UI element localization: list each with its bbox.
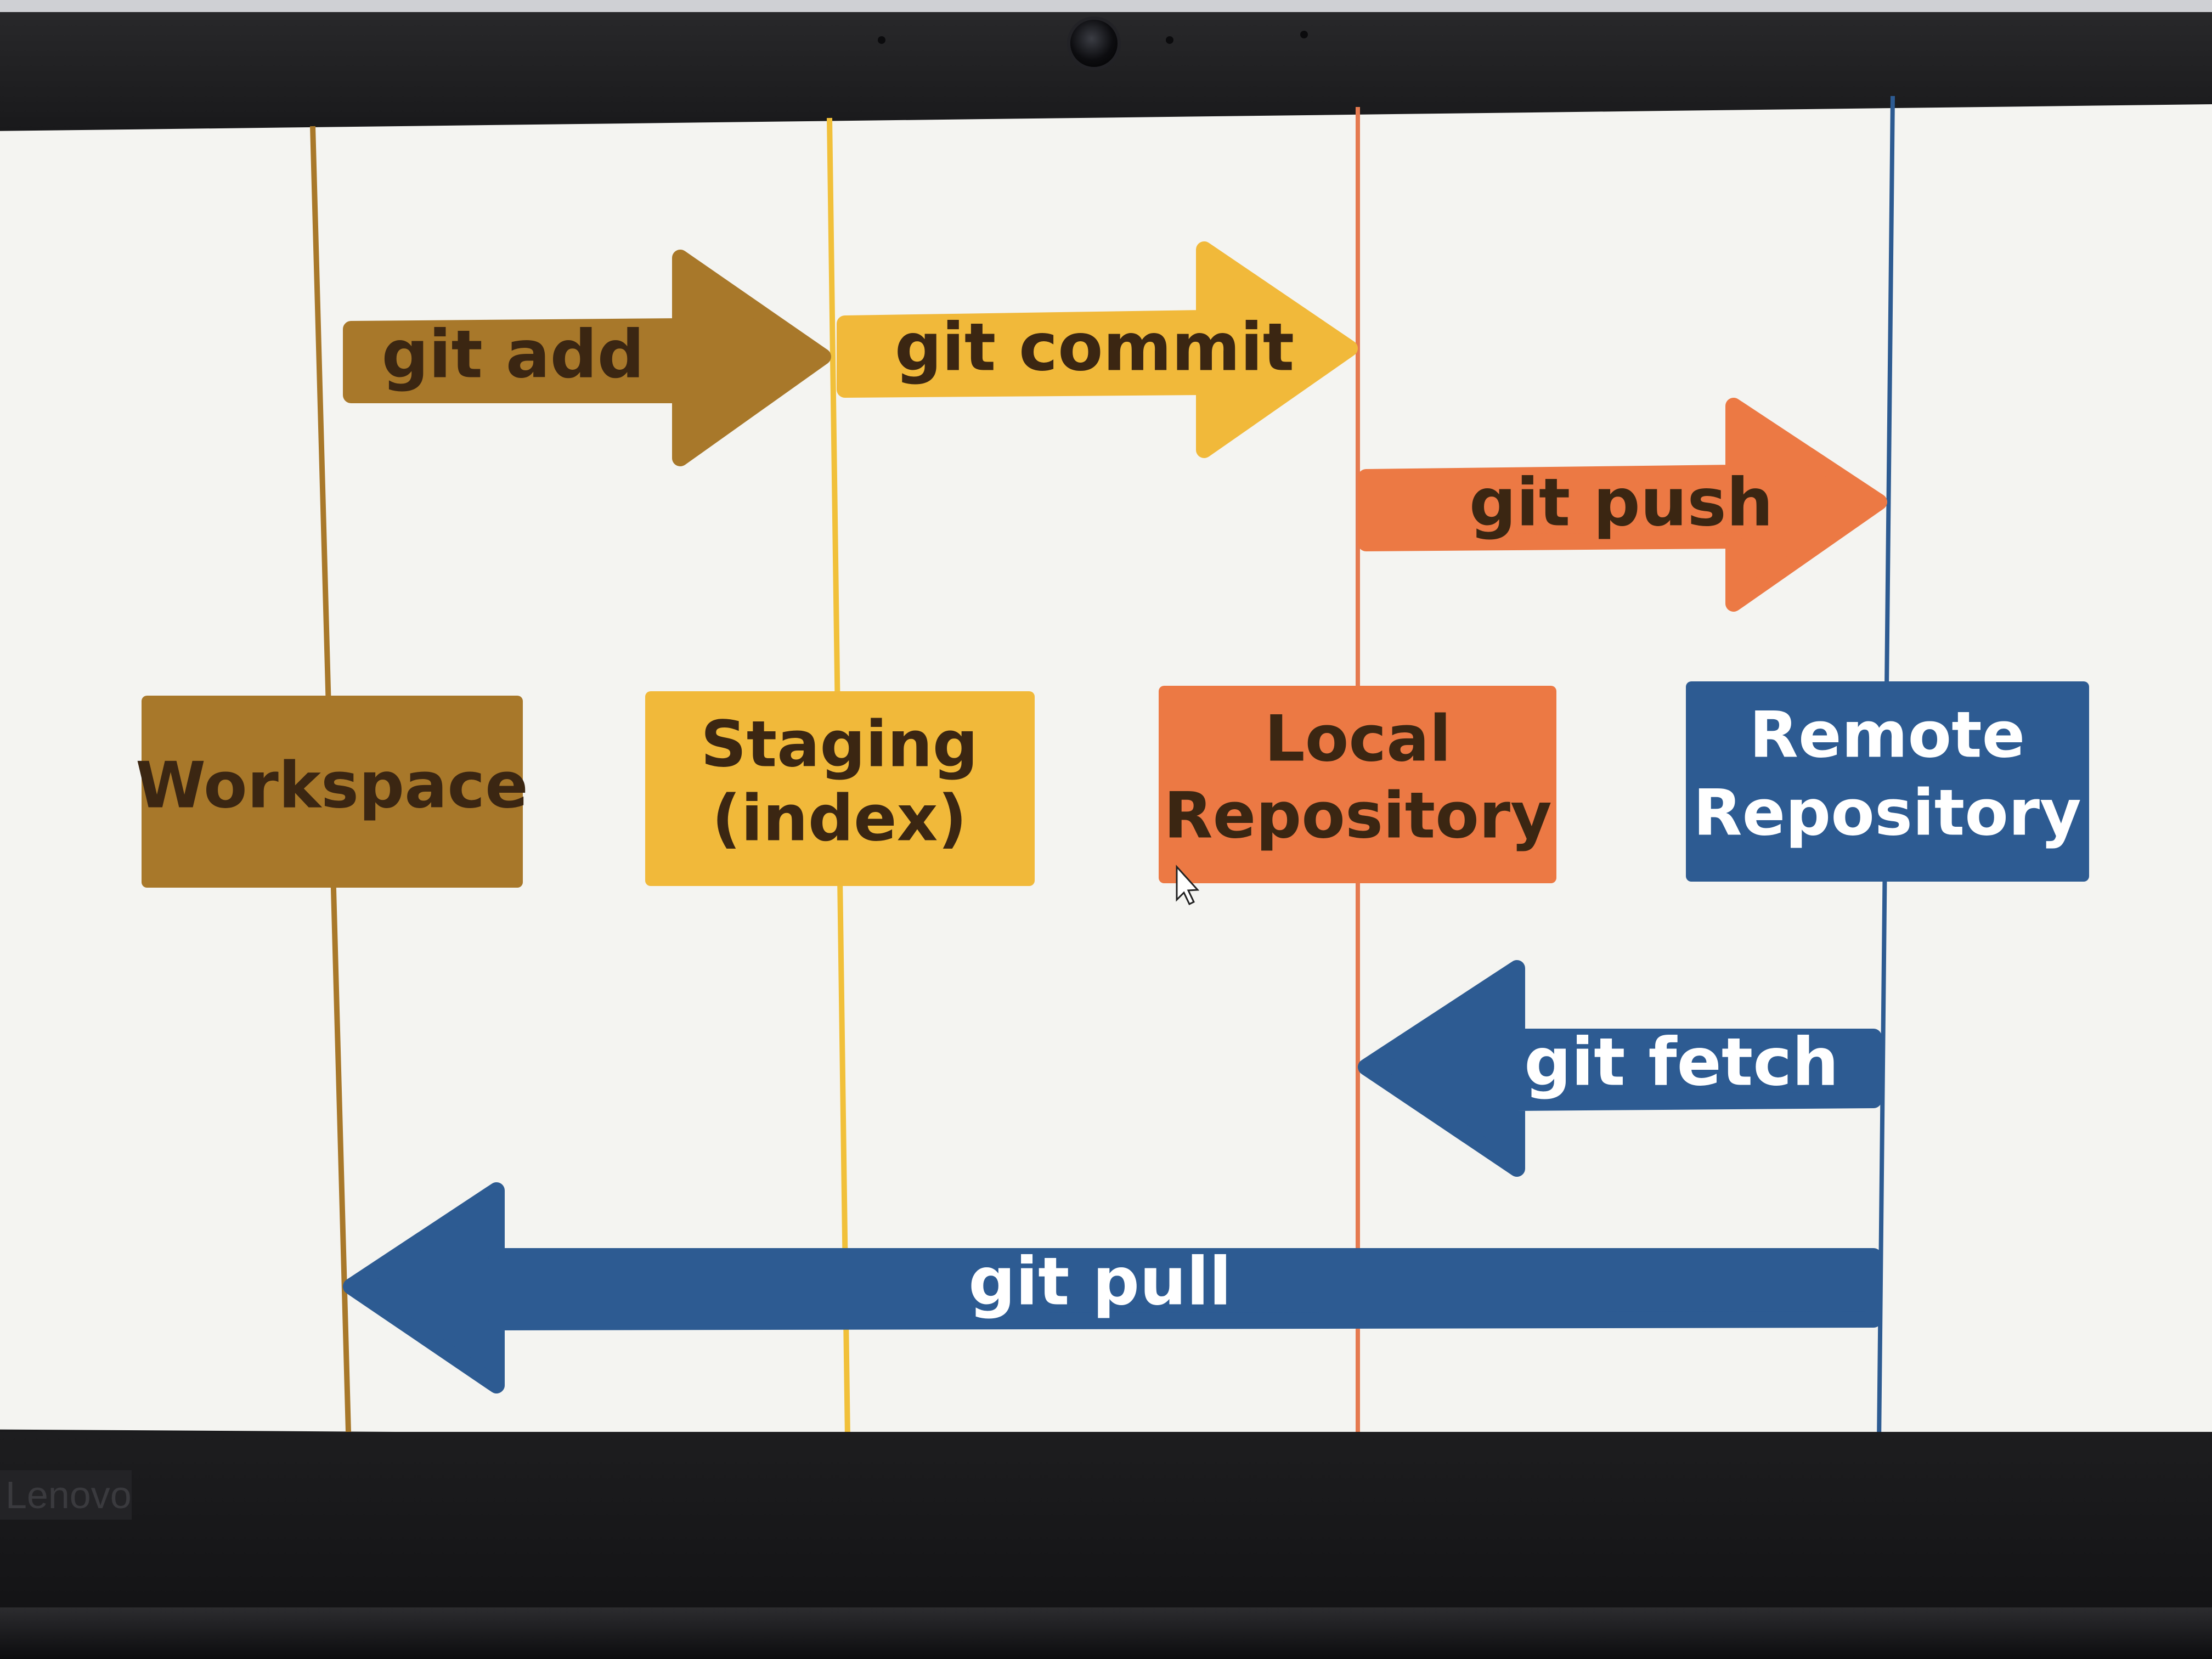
git-commit-arrow: git commit [837, 241, 1358, 458]
git-push-label: git push [1469, 465, 1773, 541]
git-add-label: git add [382, 317, 645, 393]
workspace-box: Workspace [136, 696, 528, 888]
local-label-line2: Repository [1164, 779, 1552, 853]
laptop-top-edge [0, 0, 2212, 12]
sensor-dot [1300, 31, 1308, 38]
git-fetch-arrow: git fetch [1358, 960, 1882, 1177]
laptop-hinge [0, 1607, 2212, 1659]
git-pull-label: git pull [968, 1244, 1232, 1321]
git-fetch-label: git fetch [1524, 1025, 1839, 1101]
webcam-icon [1067, 16, 1121, 70]
sensor-dot [1166, 36, 1173, 44]
local-repository-box: Local Repository [1159, 686, 1556, 883]
git-pull-arrow: git pull [343, 1182, 1882, 1393]
brand-logo: Lenovo [0, 1470, 132, 1520]
git-commit-label: git commit [895, 310, 1294, 386]
git-add-arrow: git add [343, 250, 831, 466]
workspace-label: Workspace [136, 749, 528, 823]
local-label-line1: Local [1265, 702, 1451, 776]
remote-label-line2: Repository [1693, 776, 2081, 850]
sensor-dot [878, 36, 885, 44]
remote-repository-box: Remote Repository [1686, 681, 2089, 882]
remote-label-line1: Remote [1750, 698, 2025, 772]
mouse-cursor-icon [1176, 865, 1200, 906]
staging-box: Staging (index) [645, 691, 1035, 886]
staging-label-line1: Staging [701, 708, 978, 782]
git-push-arrow: git push [1358, 398, 1887, 612]
staging-label-line2: (index) [712, 782, 967, 856]
